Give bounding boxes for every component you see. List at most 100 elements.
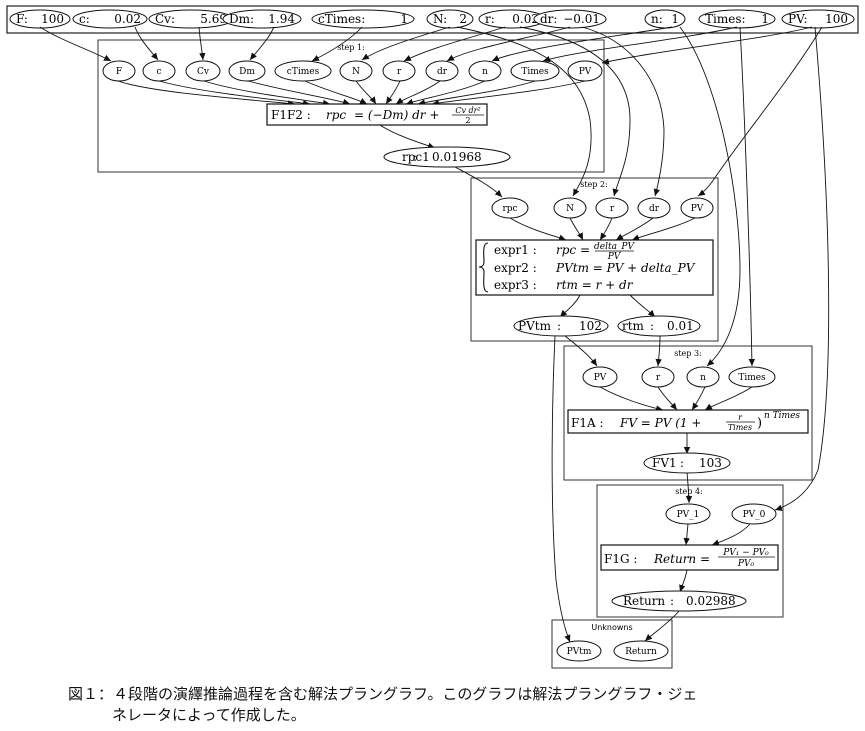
edge	[405, 80, 486, 105]
step4-node-PV_0	[731, 503, 777, 525]
equation-frac-num: PV₁ − PV₀	[722, 548, 769, 558]
output-colon: :	[650, 319, 654, 333]
step-1-label: step 1:	[337, 43, 365, 52]
step1-node-Times	[510, 60, 560, 82]
step1-node-label: r	[397, 67, 402, 77]
output-name: Return	[623, 594, 665, 608]
unknowns-label: Unknowns	[591, 623, 632, 632]
input-var-PV	[781, 9, 855, 29]
equation-frac-den: 2	[465, 116, 470, 125]
step-4-cluster	[596, 484, 784, 618]
input-var-dr	[533, 9, 607, 29]
step-2-cluster	[470, 177, 719, 342]
step1-node-n	[468, 60, 502, 82]
output-colon: :	[413, 150, 417, 164]
input-var-value: 100	[41, 12, 64, 26]
equation-box-F1F2	[266, 103, 488, 126]
output-name: rpc1	[402, 150, 430, 164]
edge	[704, 386, 753, 411]
edge	[581, 26, 665, 197]
input-var-value: 0.02	[114, 12, 141, 26]
equation-name: F1F2 :	[271, 108, 311, 122]
input-var-name: Dm:	[229, 12, 254, 26]
edge	[697, 26, 823, 197]
edge	[247, 80, 351, 106]
figure-caption: 図１：４段階の演繹推論過程を含む解法プラングラフ。このグラフは解法プラングラフ・…	[68, 684, 828, 726]
output-value: 0.01968	[432, 150, 482, 164]
output-node-PVtm	[513, 315, 609, 337]
equation-name: expr1 :	[494, 243, 537, 257]
input-var-c	[72, 9, 148, 29]
edge	[564, 335, 598, 367]
edge	[395, 80, 441, 105]
step1-node-PV	[567, 60, 603, 82]
step1-node-label: PV	[579, 67, 592, 77]
input-variables-bar	[6, 5, 859, 34]
edge	[134, 26, 159, 61]
input-var-N	[426, 9, 474, 29]
edge	[456, 26, 592, 197]
output-name: rtm	[622, 319, 645, 333]
edge	[655, 335, 662, 367]
input-var-value: 1	[761, 12, 769, 26]
edge	[249, 26, 275, 61]
step3-node-r	[641, 366, 675, 388]
input-var-name: Cv:	[155, 12, 175, 26]
output-name: PVtm	[518, 319, 552, 333]
input-var-name: PV:	[788, 12, 808, 26]
input-var-name: c:	[79, 12, 90, 26]
unknown-node-Return	[613, 640, 669, 662]
equation-frac-den: PV	[607, 252, 622, 262]
input-var-value: 1	[400, 12, 408, 26]
step3-node-label: r	[656, 373, 661, 383]
step4-node-label: PV_1	[677, 510, 700, 520]
edge	[691, 386, 706, 411]
step3-node-label: Times	[738, 373, 766, 383]
edge	[683, 523, 690, 546]
step3-node-PV	[582, 366, 618, 388]
step1-node-cTimes	[274, 60, 332, 82]
input-var-value: −0.01	[563, 12, 600, 26]
output-value: 102	[579, 319, 602, 333]
caption-line-2: ネレータによって作成した。	[112, 706, 306, 724]
edge	[39, 26, 112, 62]
step1-node-Dm	[228, 60, 266, 82]
step2-node-rpc	[491, 197, 529, 219]
step2-node-label: PV	[691, 204, 704, 214]
input-var-name: F:	[16, 12, 28, 26]
equation-lhs: rpc =	[556, 243, 590, 257]
edge	[629, 294, 656, 318]
caption-line-1: 図１：４段階の演繹推論過程を含む解法プラングラフ。このグラフは解法プラングラフ・…	[68, 685, 698, 703]
edge	[361, 26, 451, 61]
output-node-rtm	[617, 315, 701, 337]
equation-frac-num: delta_PV	[594, 242, 636, 252]
step1-node-label: Dm	[239, 67, 255, 77]
output-node-Return	[611, 590, 747, 612]
edge	[198, 26, 206, 61]
output-value: 103	[699, 456, 722, 470]
edge	[385, 80, 401, 105]
step2-node-N	[553, 197, 587, 219]
input-var-value: 1	[671, 12, 679, 26]
input-var-Dm	[222, 9, 302, 29]
step4-node-label: PV_0	[743, 510, 766, 520]
step3-node-label: n	[700, 373, 706, 383]
output-node-FV1	[643, 452, 731, 474]
step-4-label: step 4:	[675, 487, 703, 496]
output-name: FV1	[652, 456, 677, 470]
equation-frac-num: r	[738, 413, 743, 422]
edge	[403, 26, 506, 62]
equation-box-F1G	[600, 544, 779, 571]
equation-box-F1A	[567, 409, 809, 434]
edge	[615, 217, 654, 241]
step1-node-c	[142, 60, 176, 82]
step2-node-label: r	[610, 204, 615, 214]
step1-node-label: c	[156, 67, 161, 77]
edge	[774, 26, 830, 511]
output-value: 0.02988	[686, 594, 736, 608]
edge	[417, 80, 536, 106]
equation-text: FV = PV (1 +	[619, 416, 701, 430]
equation-name: expr3 :	[494, 278, 537, 292]
input-var-cTimes	[311, 9, 415, 29]
step1-node-label: F	[116, 67, 122, 77]
